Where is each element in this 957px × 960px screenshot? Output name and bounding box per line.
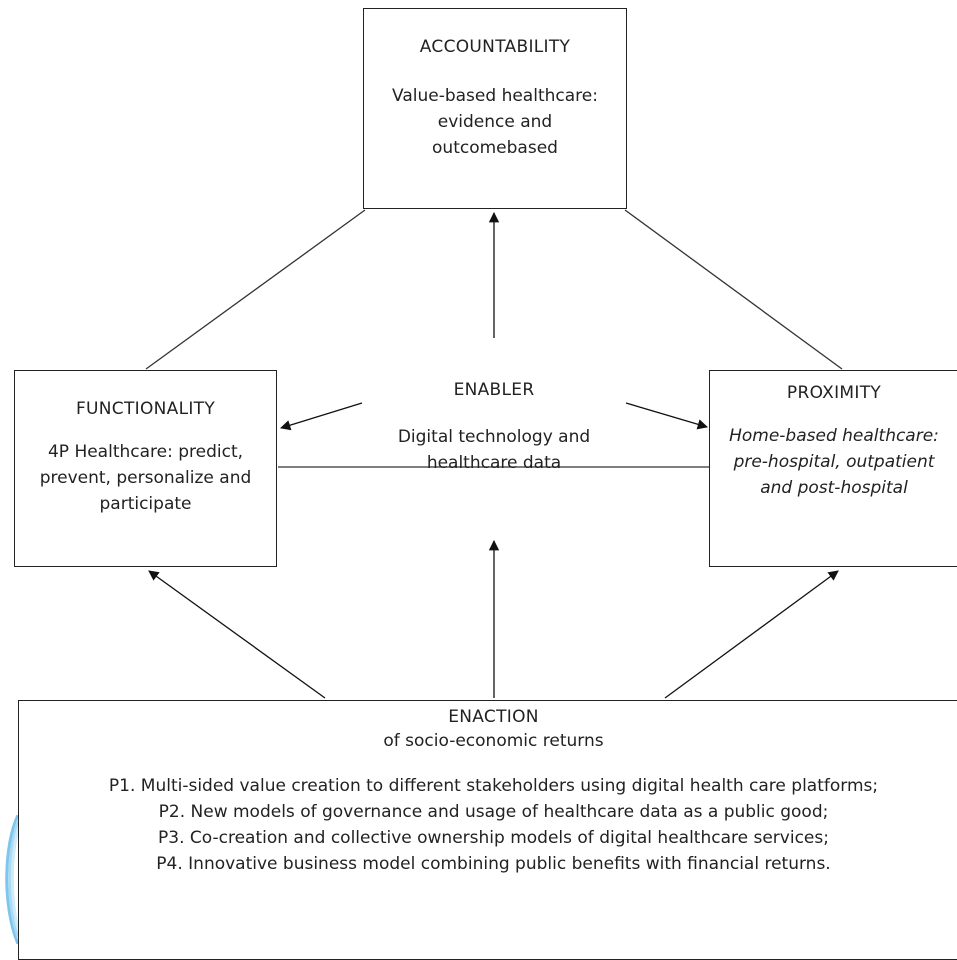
arrow-enabler-to-functionality <box>280 402 363 431</box>
accountability-title: ACCOUNTABILITY <box>419 37 571 57</box>
proximity-body: Home-based healthcare: pre-hospital, out… <box>729 426 939 498</box>
proposition-p1: P1. Multi-sided value creation to differ… <box>108 776 879 796</box>
accountability-box: ACCOUNTABILITY Value-based healthcare: e… <box>363 8 627 209</box>
enabler-node: ENABLER Digital technology and healthcar… <box>363 340 625 530</box>
line-accountability-functionality <box>145 209 366 370</box>
enabler-body: Digital technology and healthcare data <box>397 427 591 473</box>
enaction-proposition-list: P1. Multi-sided value creation to differ… <box>54 773 934 877</box>
decorative-swoosh-graphic <box>5 815 18 944</box>
functionality-body: 4P Healthcare: predict, prevent, persona… <box>39 442 252 514</box>
enaction-box: ENACTION of socio-economic returns P1. M… <box>18 700 957 960</box>
proposition-p4: P4. Innovative business model combining … <box>156 854 831 874</box>
arrow-enabler-to-proximity <box>625 402 708 430</box>
proximity-title: PROXIMITY <box>786 383 882 403</box>
arrow-enaction-to-proximity <box>664 570 839 699</box>
functionality-box: FUNCTIONALITY 4P Healthcare: predict, pr… <box>14 370 277 567</box>
arrow-enaction-to-functionality <box>148 570 326 699</box>
functionality-title: FUNCTIONALITY <box>75 399 216 419</box>
enaction-title: ENACTION <box>448 707 539 727</box>
proximity-box: PROXIMITY Home-based healthcare: pre-hos… <box>709 370 957 567</box>
accountability-body: Value-based healthcare: evidence and out… <box>392 86 598 158</box>
enaction-subtitle: of socio-economic returns <box>383 731 604 751</box>
line-accountability-proximity <box>624 209 843 370</box>
proposition-p3: P3. Co-creation and collective ownership… <box>158 828 829 848</box>
enabler-title: ENABLER <box>453 380 535 400</box>
proposition-p2: P2. New models of governance and usage o… <box>158 802 829 822</box>
